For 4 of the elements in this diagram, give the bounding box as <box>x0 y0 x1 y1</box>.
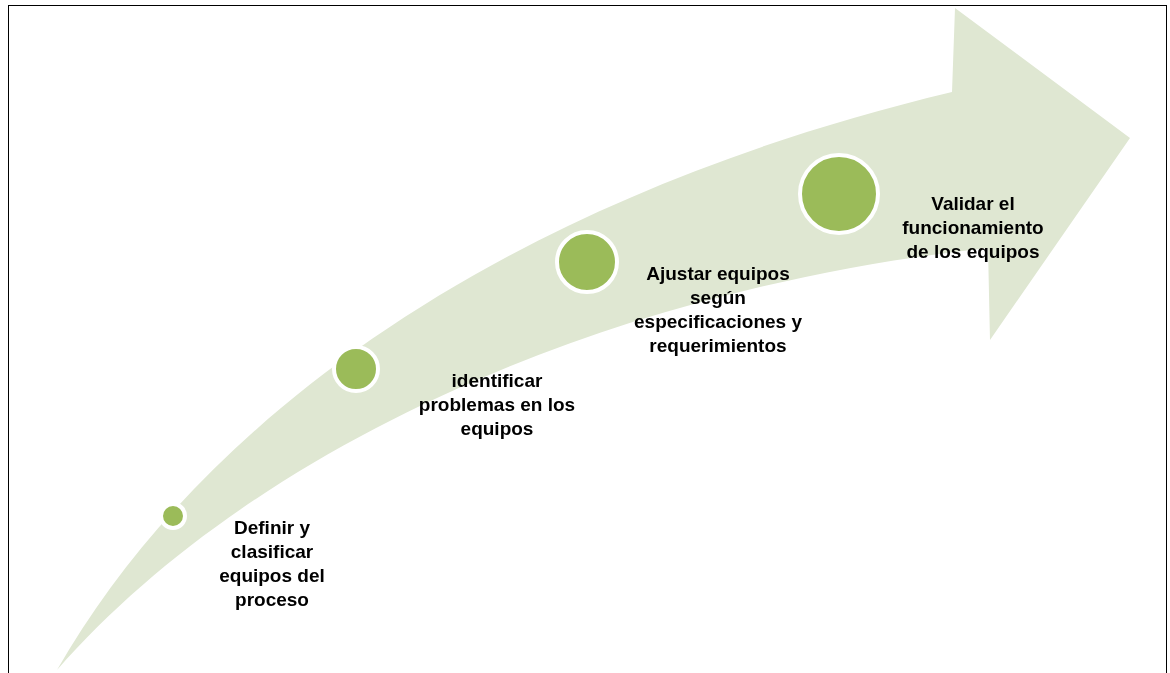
step-label: Definir y clasificar equipos del proceso <box>218 516 326 612</box>
step-label: Ajustar equipos según especificaciones y requerimientos <box>633 262 803 358</box>
step-label: Validar el funcionamiento de los equipos <box>901 192 1045 264</box>
step-label: identificar problemas en los equipos <box>417 369 577 441</box>
